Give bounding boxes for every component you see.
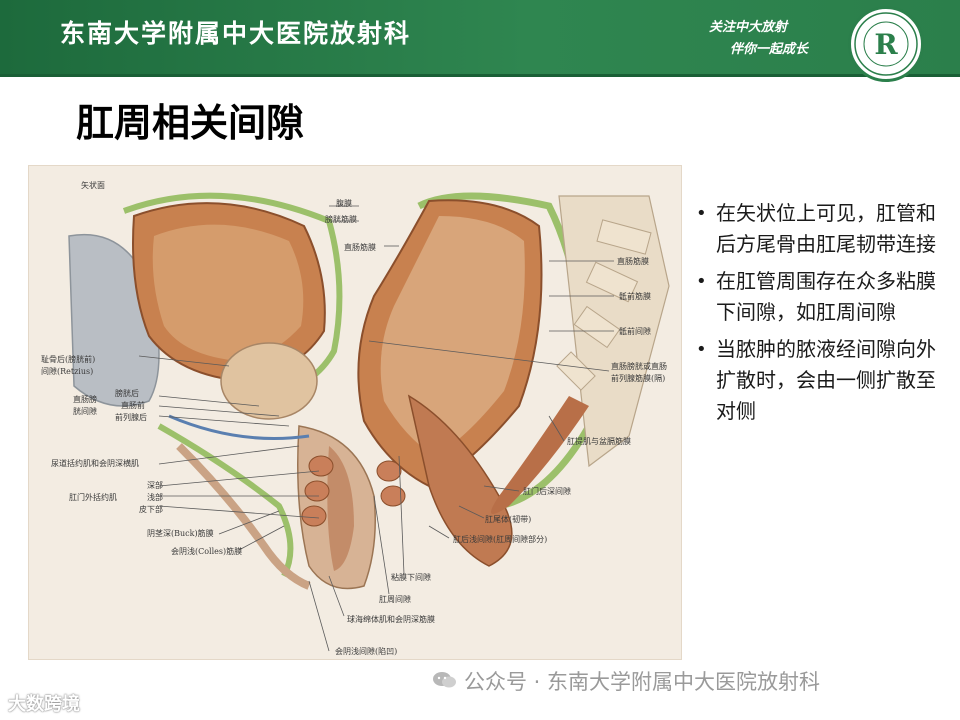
logo-emblem-icon: R (854, 12, 918, 76)
fig-label-deep-postanal: 肛门后深间隙 (523, 486, 571, 496)
fig-label-superficial-postanal: 肛后浅间隙(肛周间隙部分) (453, 534, 547, 544)
bullet-text: 在肛管周围存在众多粘膜下间隙，如肛周间隙 (716, 269, 936, 324)
bullet-text: 当脓肿的脓液经间隙向外扩散时，会由一侧扩散至对侧 (716, 337, 936, 423)
fig-label-subcutaneous-part: 皮下部 (139, 504, 163, 514)
fig-label-rectal-fascia: 直肠筋膜 (344, 242, 376, 252)
sagittal-anatomy-illustration: 矢状面 腹膜 膀胱筋膜 直肠筋膜 直肠筋膜 骶前筋膜 骶前间隙 耻骨后(膀胱前)… (29, 166, 681, 659)
fig-label-peritoneum: 腹膜 (336, 198, 352, 208)
header-banner (0, 0, 960, 74)
fig-label-anococcygeal: 肛尾体(韧带) (485, 514, 531, 524)
bullet-marker: • (696, 203, 707, 224)
anatomy-figure: 矢状面 腹膜 膀胱筋膜 直肠筋膜 直肠筋膜 骶前筋膜 骶前间隙 耻骨后(膀胱前)… (28, 165, 682, 660)
fig-label-levator-fascia: 肛提肌与盆膈筋膜 (567, 436, 631, 446)
fig-label-bulbospongiosus: 球海绵体肌和会阴深筋膜 (347, 614, 435, 624)
bullet-text: 在矢状位上可见，肛管和后方尾骨由肛尾韧带连接 (716, 201, 936, 256)
header-title: 东南大学附属中大医院放射科 (60, 19, 412, 48)
fig-label-external-sphincter: 肛门外括约肌 (69, 492, 117, 502)
fig-label-retroprostatic: 前列腺后 (115, 412, 147, 422)
bullet-marker: • (696, 271, 707, 292)
fig-label-urethral-sphincter: 尿道括约肌和会阴深横肌 (51, 458, 139, 468)
fig-label-deep-part: 深部 (147, 480, 163, 490)
bullet-item: • 在肛管周围存在众多粘膜下间隙，如肛周间隙 (696, 266, 946, 328)
bullet-item: • 在矢状位上可见，肛管和后方尾骨由肛尾韧带连接 (696, 198, 946, 260)
bullet-item: • 当脓肿的脓液经间隙向外扩散时，会由一侧扩散至对侧 (696, 334, 946, 427)
fig-label-rectal-fascia-right: 直肠筋膜 (617, 256, 649, 266)
fig-label-perianal: 肛周间隙 (379, 594, 411, 604)
corner-watermark: 大数跨境 (8, 694, 80, 715)
fig-label-prerectal: 直肠前 (121, 400, 145, 410)
bullet-list: • 在矢状位上可见，肛管和后方尾骨由肛尾韧带连接 • 在肛管周围存在众多粘膜下间… (696, 198, 946, 433)
header-slogan-line2: 伴你一起成长 (730, 42, 809, 57)
wechat-icon (433, 672, 456, 688)
fig-label-colles-fascia: 会阴浅(Colles)筋膜 (171, 546, 242, 556)
fig-label-buck-fascia: 阴茎深(Buck)筋膜 (147, 528, 214, 538)
logo-letter: R (874, 28, 898, 61)
header-divider (0, 74, 960, 77)
bullet-marker: • (696, 339, 707, 360)
fig-label-rectovesical-septum-2: 前列腺筋膜(隔) (611, 373, 665, 383)
fig-label-rectovesical-septum-1: 直肠膀胱或直肠 (611, 361, 667, 371)
fig-label-retropubic-space-1: 耻骨后(膀胱前) (41, 354, 95, 364)
fig-label-rectovesical-fascia: 膀胱筋膜 (325, 214, 357, 224)
fig-label-presacral-space: 骶前间隙 (619, 326, 651, 336)
fig-label-rectovesical-space-2: 胱间隙 (73, 406, 97, 416)
fig-label-rectovesical-space-1: 直肠膀 (73, 394, 97, 404)
footer-watermark: 公众号 · 东南大学附属中大医院放射科 (464, 670, 821, 694)
fig-label-retrovesical: 膀胱后 (115, 388, 139, 398)
fig-label-superficial-perineal: 会阴浅间隙(陷凹) (335, 646, 397, 656)
fig-label-submucosal: 粘膜下间隙 (391, 572, 431, 582)
hospital-logo: R (848, 6, 924, 82)
fig-view-label: 矢状面 (81, 180, 105, 190)
slide-title: 肛周相关间隙 (76, 101, 305, 145)
header-slogan-line1: 关注中大放射 (709, 20, 788, 35)
fig-label-superficial-part: 浅部 (147, 492, 163, 502)
fig-label-retropubic-space-2: 间隙(Retzius) (41, 366, 93, 376)
fig-label-presacral-fascia: 骶前筋膜 (619, 291, 651, 301)
